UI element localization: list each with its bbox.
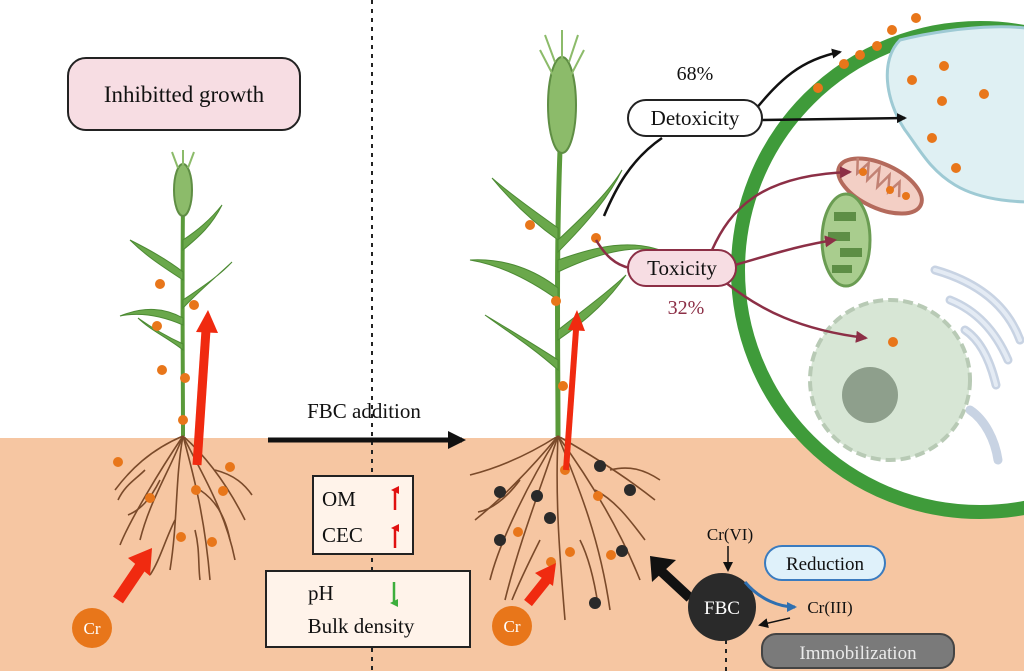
tox-percent: 32% — [668, 297, 705, 319]
cr-label-left: Cr — [84, 619, 101, 638]
cr-label-right: Cr — [504, 617, 521, 636]
cr-vi-label: Cr(VI) — [707, 525, 753, 544]
fbc-to-root-arrow — [658, 568, 694, 602]
cr-badge-right — [492, 606, 532, 646]
ph-label: pH — [308, 581, 334, 605]
detox-percent: 68% — [677, 63, 714, 85]
uptake-arrowhead-left — [196, 310, 218, 333]
reduction-box — [764, 545, 886, 581]
toxicity-box — [627, 249, 737, 287]
tox-to-chloro-arrow — [734, 235, 837, 267]
fbc-badge — [688, 573, 756, 641]
cec-label: CEC — [322, 523, 363, 547]
wheat-plant-icon-treated — [469, 30, 661, 437]
detoxicity-label: Detoxicity — [651, 106, 740, 130]
uptake-arrow-middle — [563, 329, 579, 471]
root-cr-particles-left — [113, 457, 235, 547]
immobilization-box — [761, 633, 955, 669]
root-particles-treated — [494, 460, 636, 609]
detox-path-arrow — [602, 136, 663, 217]
tox-to-nucleus-arrow — [724, 281, 868, 343]
vacuole — [885, 25, 1024, 204]
detox-to-vacuole-arrow — [759, 113, 907, 124]
cr-badge-left — [72, 608, 112, 648]
cr-entry-arrowhead-right — [535, 563, 556, 586]
cr-iii-label: Cr(III) — [807, 598, 852, 617]
uptake-arrowhead-middle — [568, 310, 585, 331]
tox-path-line — [594, 239, 631, 270]
tox-to-mito-arrow — [710, 166, 852, 251]
detoxicity-box — [627, 99, 763, 137]
nucleus-icon — [808, 298, 972, 462]
cr-entry-arrowhead-left — [128, 548, 152, 576]
wheat-plant-icon — [119, 150, 233, 437]
cell-icon — [731, 13, 1024, 519]
inhibited-growth-label: Inhibitted growth — [104, 82, 265, 107]
immobilization-label: Immobilization — [799, 643, 917, 664]
chloroplast-icon — [820, 192, 872, 288]
toxicity-label: Toxicity — [647, 256, 717, 280]
uptake-arrow-left — [192, 329, 211, 466]
root-system-icon — [114, 435, 253, 581]
reduction-arrow — [743, 581, 797, 612]
ph-bulk-box — [265, 570, 471, 648]
fbc-label: FBC — [704, 598, 740, 619]
reduction-label: Reduction — [786, 554, 865, 575]
cell-cr-particles — [813, 13, 989, 347]
detox-to-wall-arrow — [754, 48, 842, 111]
golgi-icon — [930, 265, 1024, 465]
immobilization-arrow — [758, 617, 791, 629]
fbc-addition-label: FBC addition — [307, 399, 421, 423]
om-label: OM — [322, 487, 356, 511]
bulk-density-label: Bulk density — [308, 614, 415, 638]
fbc-to-root-arrowhead — [650, 556, 676, 582]
inhibited-growth-box — [67, 57, 301, 131]
cr-entry-arrow-right — [524, 574, 552, 607]
